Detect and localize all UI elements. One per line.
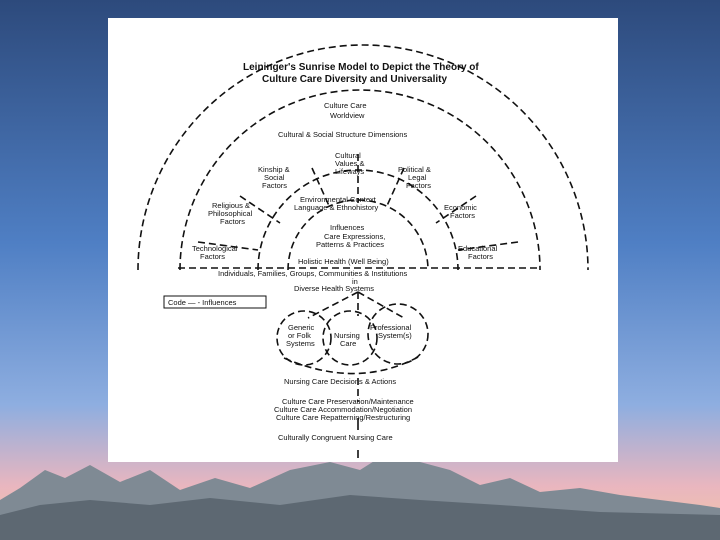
care-expressions-line-2: Patterns & Practices xyxy=(316,240,384,249)
cultural-values-line-2: Values & xyxy=(335,159,364,168)
religious-line-1: Religious & xyxy=(212,201,250,210)
decisions-label: Nursing Care Decisions & Actions xyxy=(284,377,396,386)
professional-line-2: System(s) xyxy=(378,331,412,340)
outer-arc xyxy=(137,44,589,271)
generic-line-3: Systems xyxy=(286,339,315,348)
diverse-health-systems-label: Diverse Health Systems xyxy=(294,284,374,293)
educational-line-2: Factors xyxy=(468,252,493,261)
worldview-line-1: Culture Care xyxy=(324,101,367,110)
kinship-line-1: Kinship & xyxy=(258,165,290,174)
environmental-context-line-1: Environmental Context xyxy=(300,195,377,204)
outcome-label: Culturally Congruent Nursing Care xyxy=(278,433,393,442)
influences-label: Influences xyxy=(330,223,364,232)
structure-dimensions-label: Cultural & Social Structure Dimensions xyxy=(278,130,407,139)
kinship-line-2: Social xyxy=(264,173,285,182)
in-label: in xyxy=(352,277,358,286)
nursing-line-2: Care xyxy=(340,339,356,348)
nursing-care-circle xyxy=(322,310,378,366)
sunrise-model-diagram: Leininger's Sunrise Model to Depict the … xyxy=(137,44,589,458)
nursing-line-1: Nursing xyxy=(334,331,360,340)
action-preservation: Culture Care Preservation/Maintenance xyxy=(282,397,414,406)
religious-line-2: Philosophical xyxy=(208,209,253,218)
professional-system-circle xyxy=(367,303,429,365)
worldview-line-2: Worldview xyxy=(330,111,365,120)
political-line-1: Political & xyxy=(398,165,431,174)
care-expressions-line-1: Care Expressions, xyxy=(324,232,385,241)
individuals-label: Individuals, Families, Groups, Communiti… xyxy=(218,269,407,278)
title-line-1: Leininger's Sunrise Model to Depict the … xyxy=(243,62,479,73)
economic-line-1: Economic xyxy=(444,203,477,212)
inner-arc xyxy=(287,199,429,271)
generic-line-2: or Folk xyxy=(288,331,311,340)
kinship-line-3: Factors xyxy=(262,181,287,190)
technological-line-2: Factors xyxy=(200,252,225,261)
generic-line-1: Generic xyxy=(288,323,315,332)
code-legend-box xyxy=(163,295,267,309)
political-line-2: Legal xyxy=(408,173,427,182)
environmental-context-line-2: Language & Ethnohistory xyxy=(294,203,378,212)
code-influences-label: Code — - Influences xyxy=(168,298,237,307)
mountain-shadow xyxy=(0,495,720,540)
political-line-3: Factors xyxy=(406,181,431,190)
generic-system-circle xyxy=(276,310,332,366)
holistic-health-label: Holistic Health (Well Being) xyxy=(298,257,389,266)
dimensions-arc xyxy=(179,89,541,271)
sunrise-model-figure: Leininger's Sunrise Model to Depict the … xyxy=(108,18,618,462)
cultural-values-line-1: Cultural xyxy=(335,151,361,160)
educational-line-1: Educational xyxy=(458,244,498,253)
economic-line-2: Factors xyxy=(450,211,475,220)
religious-line-3: Factors xyxy=(220,217,245,226)
action-accommodation: Culture Care Accommodation/Negotiation xyxy=(274,405,412,414)
technological-line-1: Technological xyxy=(192,244,238,253)
action-repatterning: Culture Care Repatterning/Restructuring xyxy=(276,413,410,422)
title-line-2: Culture Care Diversity and Universality xyxy=(262,74,448,85)
cultural-values-line-3: Lifeways xyxy=(335,167,364,176)
professional-line-1: Professional xyxy=(370,323,412,332)
